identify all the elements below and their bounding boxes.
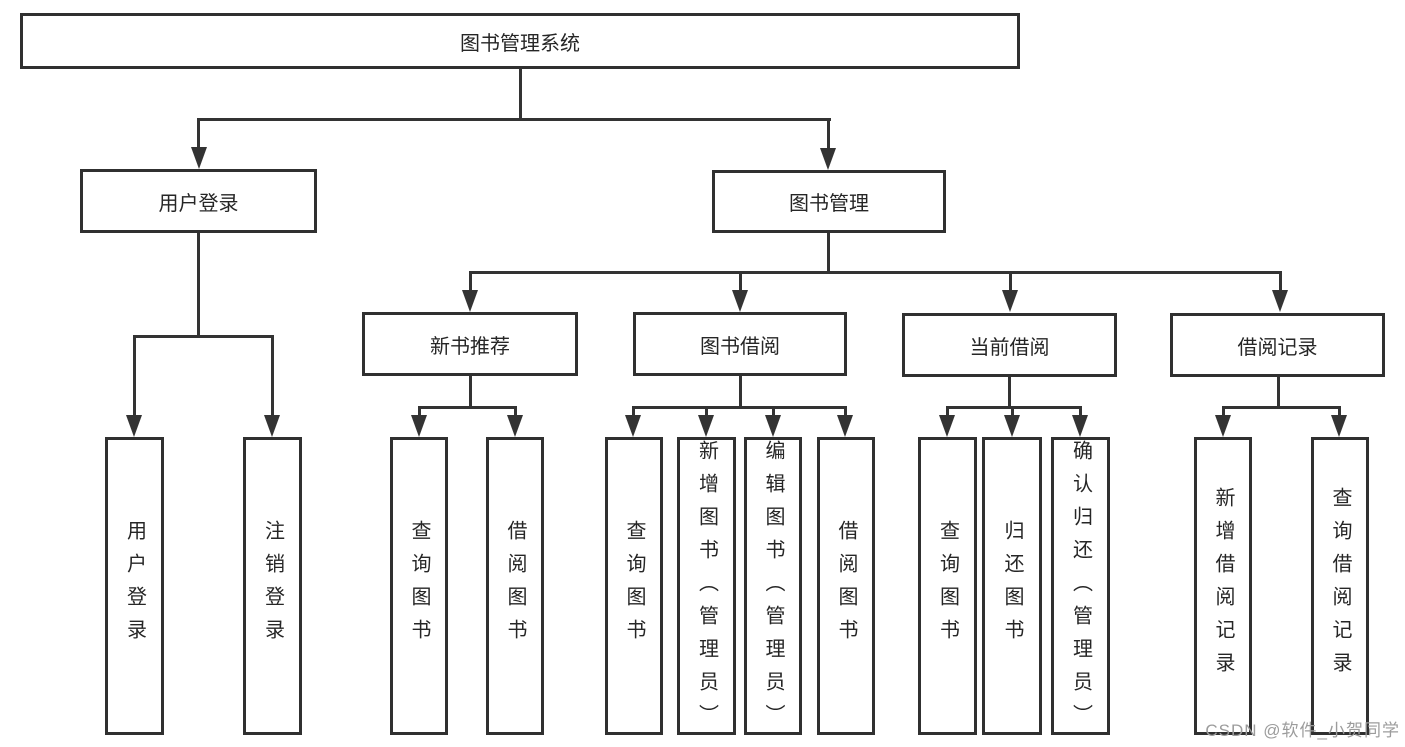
connector-drop-new-book [469, 271, 472, 291]
leaf-label: 新增图书（管理员） [695, 440, 718, 737]
node-user-login: 用户登录 [80, 169, 317, 233]
connector-drop [1079, 406, 1082, 418]
connector-drop [844, 406, 847, 418]
arrowhead-down-icon [507, 415, 523, 437]
leaf-label: 查询图书 [408, 520, 430, 652]
connector-new-book-rail [418, 406, 517, 409]
connector-drop [1222, 406, 1225, 418]
leaf-query-books-current: 查询图书 [918, 437, 977, 735]
connector-drop [1338, 406, 1341, 418]
connector-user-login-rail [133, 335, 274, 338]
leaf-user-login: 用户登录 [105, 437, 164, 735]
connector-drop-user-login [197, 118, 200, 149]
arrowhead-down-icon [126, 415, 142, 437]
node-new-book-recommend: 新书推荐 [362, 312, 578, 376]
leaf-label: 查询图书 [623, 520, 645, 652]
connector-root-rail [197, 118, 831, 121]
leaf-label: 查询借阅记录 [1329, 487, 1351, 685]
arrowhead-down-icon [820, 148, 836, 170]
arrowhead-down-icon [732, 290, 748, 312]
connector-borrow-records-rail [1222, 406, 1341, 409]
connector-drop [1011, 406, 1014, 418]
arrowhead-down-icon [1004, 415, 1020, 437]
arrowhead-down-icon [462, 290, 478, 312]
connector-drop-book-borrow [739, 271, 742, 291]
node-library-management-system: 图书管理系统 [20, 13, 1020, 69]
arrowhead-down-icon [698, 415, 714, 437]
connector-drop [632, 406, 635, 418]
arrowhead-down-icon [625, 415, 641, 437]
connector-current-borrow-rail [946, 406, 1082, 409]
node-current-borrow: 当前借阅 [902, 313, 1117, 377]
leaf-label: 归还图书 [1001, 520, 1023, 652]
leaf-label: 用户登录 [123, 520, 146, 652]
leaf-add-borrow-record: 新增借阅记录 [1194, 437, 1252, 735]
leaf-logout: 注销登录 [243, 437, 302, 735]
connector-drop-book-management [827, 118, 830, 149]
arrowhead-down-icon [1331, 415, 1347, 437]
leaf-query-books-recommend: 查询图书 [390, 437, 448, 735]
connector-book-borrow-rail [632, 406, 847, 409]
leaf-label: 借阅图书 [835, 520, 857, 652]
leaf-borrow-books-recommend: 借阅图书 [486, 437, 544, 735]
leaf-confirm-return-admin: 确认归还（管理员） [1051, 437, 1110, 737]
connector-borrow-records-stem [1277, 377, 1280, 406]
connector-drop [772, 406, 775, 418]
connector-book-borrow-stem [739, 376, 742, 406]
leaf-return-books: 归还图书 [982, 437, 1042, 735]
arrowhead-down-icon [191, 147, 207, 169]
connector-root-stem [519, 68, 522, 118]
leaf-query-borrow-record: 查询借阅记录 [1311, 437, 1369, 735]
node-book-borrow: 图书借阅 [633, 312, 847, 376]
connector-current-borrow-stem [1008, 377, 1011, 406]
arrowhead-down-icon [765, 415, 781, 437]
connector-drop-leaf-login [133, 335, 136, 417]
connector-drop-current-borrow [1009, 271, 1012, 291]
connector-drop-leaf-logout [271, 335, 274, 417]
arrowhead-down-icon [264, 415, 280, 437]
arrowhead-down-icon [1272, 290, 1288, 312]
arrowhead-down-icon [1002, 290, 1018, 312]
arrowhead-down-icon [837, 415, 853, 437]
connector-drop [946, 406, 949, 418]
node-label: 图书借阅 [700, 335, 780, 358]
connector-drop [418, 406, 421, 418]
leaf-label: 注销登录 [261, 520, 284, 652]
connector-user-login-stem [197, 233, 200, 335]
leaf-label: 新增借阅记录 [1212, 487, 1234, 685]
arrowhead-down-icon [411, 415, 427, 437]
leaf-label: 查询图书 [936, 520, 959, 652]
connector-book-management-rail [469, 271, 1282, 274]
node-label: 图书管理 [789, 193, 869, 215]
node-label: 新书推荐 [430, 335, 510, 358]
connector-new-book-stem [469, 376, 472, 406]
node-label: 借阅记录 [1237, 336, 1318, 359]
arrowhead-down-icon [1215, 415, 1231, 437]
node-book-management: 图书管理 [712, 170, 946, 233]
leaf-query-books-borrow: 查询图书 [605, 437, 663, 735]
leaf-label: 借阅图书 [504, 520, 526, 652]
node-label: 当前借阅 [969, 336, 1050, 359]
leaf-edit-books-admin: 编辑图书（管理员） [744, 437, 802, 737]
connector-book-management-stem [827, 233, 830, 271]
node-label: 图书管理系统 [460, 32, 580, 55]
leaf-borrow-books: 借阅图书 [817, 437, 875, 735]
leaf-add-books-admin: 新增图书（管理员） [677, 437, 736, 737]
watermark: CSDN @软件_小贺同学 [1205, 721, 1400, 740]
connector-drop [705, 406, 708, 418]
leaf-label: 确认归还（管理员） [1069, 440, 1092, 737]
arrowhead-down-icon [939, 415, 955, 437]
arrowhead-down-icon [1072, 415, 1088, 437]
node-label: 用户登录 [158, 192, 239, 215]
node-borrow-records: 借阅记录 [1170, 313, 1385, 377]
connector-drop-borrow-records [1279, 271, 1282, 291]
leaf-label: 编辑图书（管理员） [762, 440, 784, 737]
connector-drop [514, 406, 517, 418]
